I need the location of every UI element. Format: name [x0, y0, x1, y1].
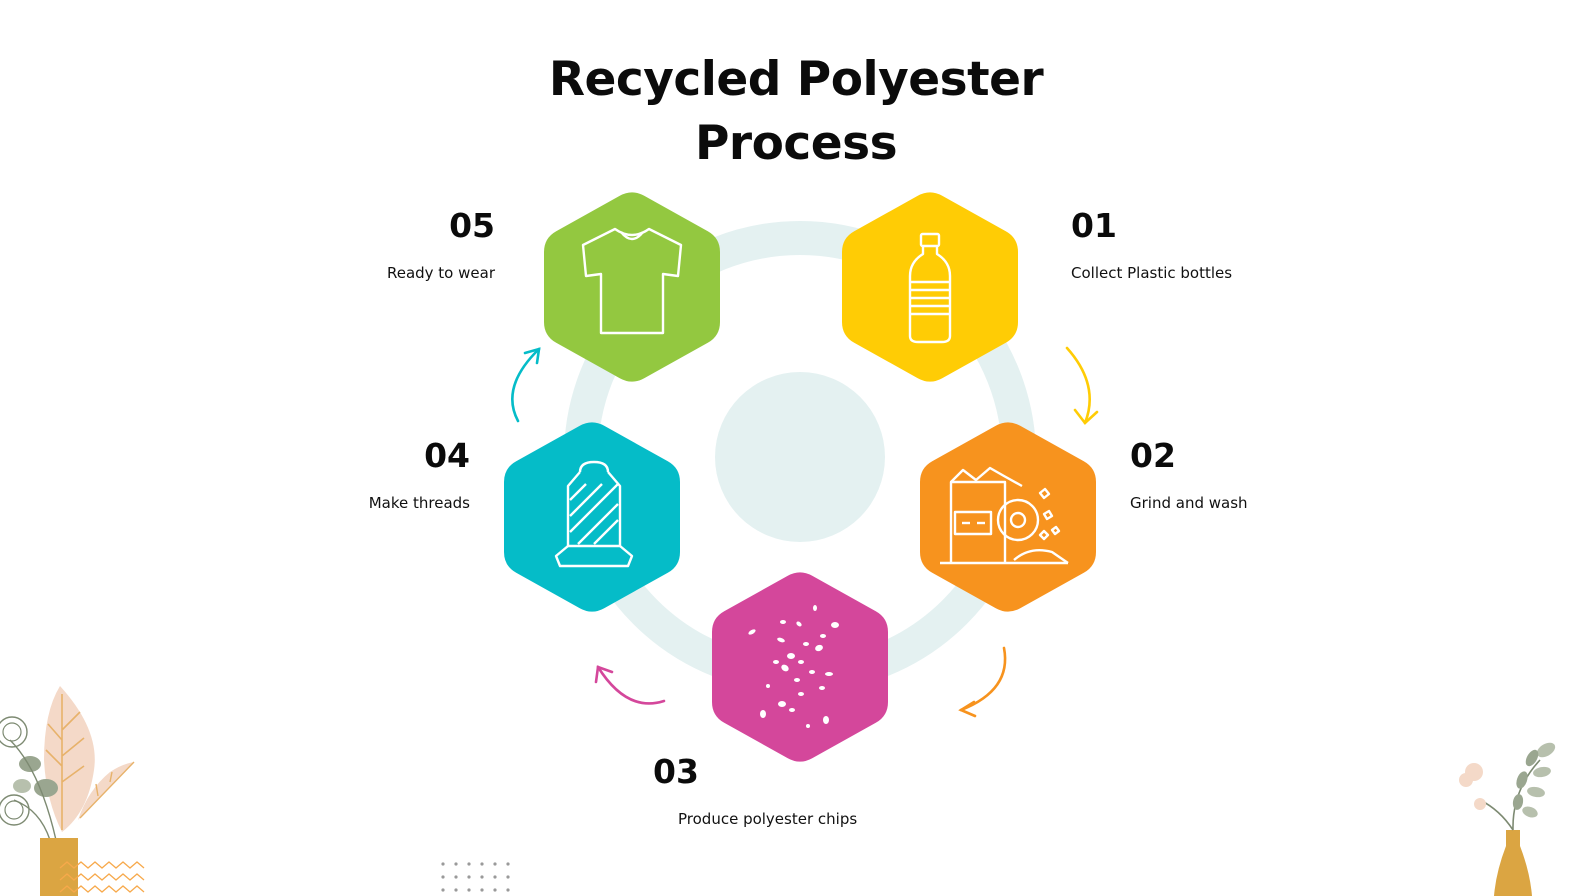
step-05-hexagon — [544, 192, 720, 382]
center-dot — [715, 372, 885, 542]
step-02-label: Grind and wash — [1130, 494, 1248, 512]
step-04-label: Make threads — [368, 494, 470, 512]
right-vase-decoration — [1459, 742, 1556, 896]
bottle-icon — [908, 232, 952, 344]
arrow-01-to-02 — [1065, 346, 1099, 425]
tshirt-icon — [581, 227, 683, 335]
arrow-04-to-05 — [511, 347, 541, 423]
left-plant-decoration — [0, 686, 145, 896]
step-05-label: Ready to wear — [386, 264, 495, 282]
arrow-03-to-04 — [594, 665, 666, 705]
step-01-label: Collect Plastic bottles — [1071, 264, 1233, 282]
dot-grid-decoration — [441, 862, 510, 892]
step-03-number: 03 — [653, 752, 699, 791]
step-02-number: 02 — [1130, 436, 1176, 475]
step-01-hexagon — [842, 192, 1018, 382]
step-02-hexagon — [920, 422, 1096, 612]
step-04-number: 04 — [424, 436, 470, 475]
step-04-hexagon — [504, 422, 680, 612]
title-line-1: Recycled Polyester — [548, 52, 1044, 107]
grinder-icon — [940, 466, 1069, 565]
step-05-number: 05 — [449, 206, 495, 245]
step-03-label: Produce polyester chips — [678, 810, 858, 828]
step-03-hexagon — [712, 572, 888, 762]
step-01-number: 01 — [1071, 206, 1117, 245]
chips-icon — [748, 605, 839, 728]
arrow-02-to-03 — [958, 646, 1007, 718]
thread-spool-icon — [554, 460, 634, 568]
title-line-2: Process — [694, 116, 898, 171]
